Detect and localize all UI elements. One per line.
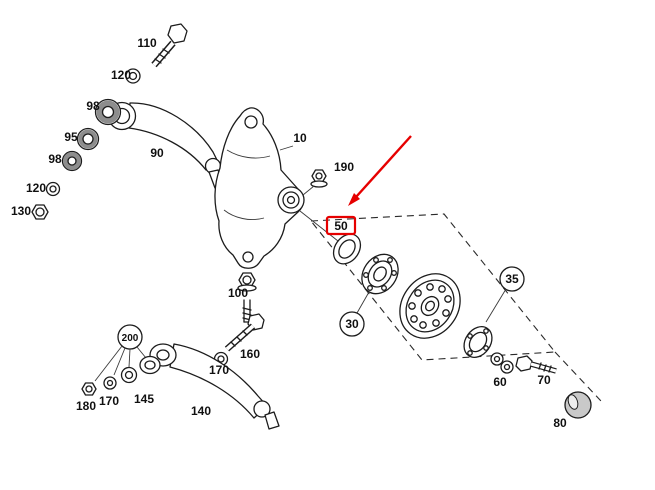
- part-label-98-lower: 98: [48, 152, 62, 166]
- part-label-98-upper: 98: [86, 99, 100, 113]
- assembly-zone-dashed-box: [309, 213, 602, 402]
- callout-30: [339, 291, 370, 337]
- part-label-95: 95: [64, 130, 78, 144]
- bearing-ring-98-lower: [61, 150, 83, 172]
- nut-100: [237, 272, 257, 292]
- nut-130: [31, 204, 49, 220]
- part-label-60: 60: [493, 375, 507, 389]
- highlight-arrow-line: [355, 135, 412, 198]
- steering-knuckle-10: [214, 107, 305, 269]
- grease-cap-80: [564, 391, 592, 419]
- washer-120-lower: [45, 181, 61, 197]
- bolt-160: [224, 313, 265, 352]
- part-label-130: 130: [11, 204, 31, 218]
- nut-190: [302, 169, 328, 196]
- part-label-100: 100: [228, 286, 248, 300]
- callout-200: [94, 324, 147, 382]
- part-label-170-right: 170: [209, 363, 229, 377]
- part-label-160: 160: [240, 347, 260, 361]
- washer-120-upper: [125, 68, 141, 84]
- stud-axis-lines: [242, 299, 252, 323]
- outer-bearing-ring-35: [463, 326, 493, 358]
- part-label-50-highlighted: 50: [334, 219, 348, 233]
- part-label-10: 10: [293, 131, 307, 145]
- wheel-hub: [399, 273, 461, 339]
- axis-line-spindle-to-hub: [299, 210, 339, 242]
- part-label-120-lower: 120: [26, 181, 46, 195]
- bushing-145: [139, 355, 161, 375]
- part-label-70: 70: [537, 373, 551, 387]
- part-label-140: 140: [191, 404, 211, 418]
- highlight-arrowhead-icon: [348, 193, 360, 206]
- callout-35: [485, 266, 525, 323]
- part-label-190: 190: [334, 160, 354, 174]
- part-label-90: 90: [150, 146, 164, 160]
- part-label-170-left: 170: [99, 394, 119, 408]
- highlight-annotation: [325, 135, 412, 236]
- part-label-80: 80: [553, 416, 567, 430]
- bearing-ring-98-upper: [94, 98, 122, 126]
- part-labels: 110 120 98 95 98 120 130 90 10 190 50 10…: [11, 36, 567, 430]
- bolt-110: [151, 23, 188, 68]
- part-label-110: 110: [137, 36, 157, 50]
- ring-inner-bushing: [120, 366, 138, 384]
- wheel-bearing-30: [361, 253, 399, 295]
- part-label-120-upper: 120: [111, 68, 131, 82]
- part-label-180: 180: [76, 399, 96, 413]
- seal-ring-50: [332, 233, 362, 265]
- part-label-30: 30: [345, 317, 359, 331]
- nut-180: [81, 382, 97, 396]
- part-label-145: 145: [134, 392, 154, 406]
- highlight-box: [325, 215, 357, 236]
- washer-170-left: [103, 376, 117, 390]
- bolt-70: [515, 355, 557, 374]
- part-label-200: 200: [122, 333, 139, 344]
- washers-60: [490, 352, 514, 374]
- part-label-35: 35: [505, 272, 519, 286]
- ring-95: [76, 127, 100, 151]
